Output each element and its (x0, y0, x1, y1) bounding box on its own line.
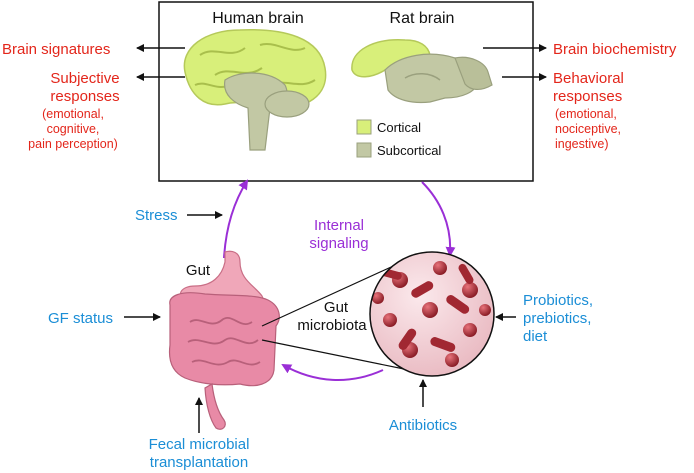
signaling-arrow-gut-to-brain (223, 179, 249, 259)
legend-subcortical-label: Subcortical (377, 143, 441, 158)
legend-subcortical-swatch (356, 142, 372, 158)
gut-microbiota-line1: Gut (324, 299, 349, 316)
subjective-detail-line3: pain perception) (28, 137, 118, 151)
zoom-line-lower (261, 339, 405, 370)
brain-biochemistry-label: Brain biochemistry (553, 41, 677, 58)
legend-cortical-label: Cortical (377, 120, 421, 135)
internal-signaling-line1: Internal (314, 217, 364, 234)
gut-label: Gut (186, 262, 211, 279)
gut-microbiota-line2: microbiota (297, 317, 367, 334)
subjective-detail-line1: (emotional, (42, 107, 104, 121)
microbiota-magnified-view (369, 251, 495, 377)
brain-signatures-label: Brain signatures (2, 41, 110, 58)
stress-label: Stress (135, 207, 178, 224)
human-brain-illustration (183, 29, 327, 151)
gf-status-label: GF status (48, 310, 113, 327)
subjective-detail-line2: cognitive, (47, 122, 100, 136)
fecal-transplantation-line2: transplantation (150, 454, 248, 471)
antibiotics-label: Antibiotics (389, 417, 457, 434)
behavioral-responses-line2: responses (553, 88, 622, 105)
subjective-responses-line2: responses (50, 88, 119, 105)
zoom-line-upper (261, 261, 403, 327)
legend-cortical-swatch (356, 119, 372, 135)
behavioral-detail-line1: (emotional, (555, 107, 617, 121)
gut-illustration (168, 250, 280, 430)
signaling-arrow-brain-to-microbiota (421, 181, 456, 257)
probiotics-line3: diet (523, 328, 548, 345)
probiotics-line1: Probiotics, (523, 292, 593, 309)
fecal-transplantation-line1: Fecal microbial (149, 436, 250, 453)
behavioral-detail-line2: nociceptive, (555, 122, 621, 136)
rat-brain-title: Rat brain (390, 10, 455, 27)
behavioral-responses-line1: Behavioral (553, 70, 624, 87)
internal-signaling-line2: signaling (309, 235, 368, 252)
subjective-responses-line1: Subjective (50, 70, 119, 87)
probiotics-line2: prebiotics, (523, 310, 591, 327)
rat-brain-illustration (351, 39, 493, 104)
signaling-arrow-microbiota-to-gut (281, 364, 384, 382)
human-brain-title: Human brain (212, 10, 304, 27)
behavioral-detail-line3: ingestive) (555, 137, 609, 151)
